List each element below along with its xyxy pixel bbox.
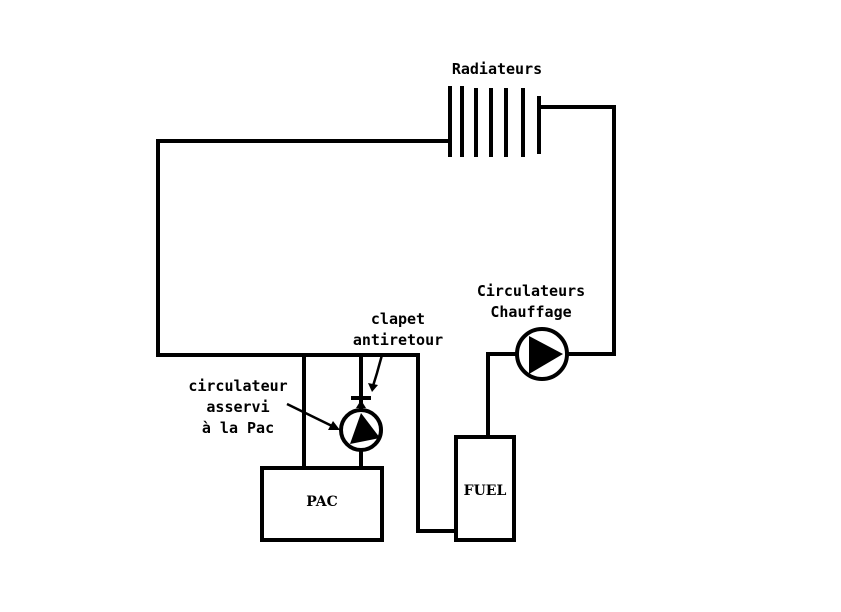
pump-arrow-icon xyxy=(529,336,563,374)
pipe-right-return xyxy=(539,105,616,356)
pac-circulator-label: à la Pac xyxy=(202,419,274,437)
annotation-leaders xyxy=(286,354,384,430)
check-valve-arrow-icon xyxy=(356,400,366,408)
pipe-fuel-return xyxy=(416,353,458,533)
radiator-bank xyxy=(448,86,541,157)
leader-clapet-arrow-icon xyxy=(368,383,378,392)
leader-clapet xyxy=(371,354,384,387)
fuel-boiler xyxy=(454,435,516,542)
radiators-label: Radiateurs xyxy=(452,60,542,78)
pac-label: PAC xyxy=(306,494,338,510)
check-valve-label: antiretour xyxy=(353,331,443,349)
heating-circulators-label: Chauffage xyxy=(490,303,571,321)
heating-circulator-pump xyxy=(515,327,569,381)
pac-circulator-pump xyxy=(339,408,383,452)
check-valve xyxy=(351,396,371,408)
pipe-network xyxy=(156,105,616,533)
leader-circulateur-arrow-icon xyxy=(328,421,340,430)
pipe-left-loop xyxy=(156,139,452,357)
pac-circulator-label: circulateur xyxy=(188,377,287,395)
pump-arrow-icon xyxy=(350,413,380,444)
fuel-label: FUEL xyxy=(464,483,507,499)
pipe-fuel-supply xyxy=(486,352,518,439)
check-valve-label: clapet xyxy=(371,310,425,328)
pac-circulator-label: asservi xyxy=(206,398,269,416)
leader-circulateur xyxy=(286,402,333,428)
heating-circulators-label: Circulateurs xyxy=(477,282,585,300)
pac-unit xyxy=(260,466,384,542)
